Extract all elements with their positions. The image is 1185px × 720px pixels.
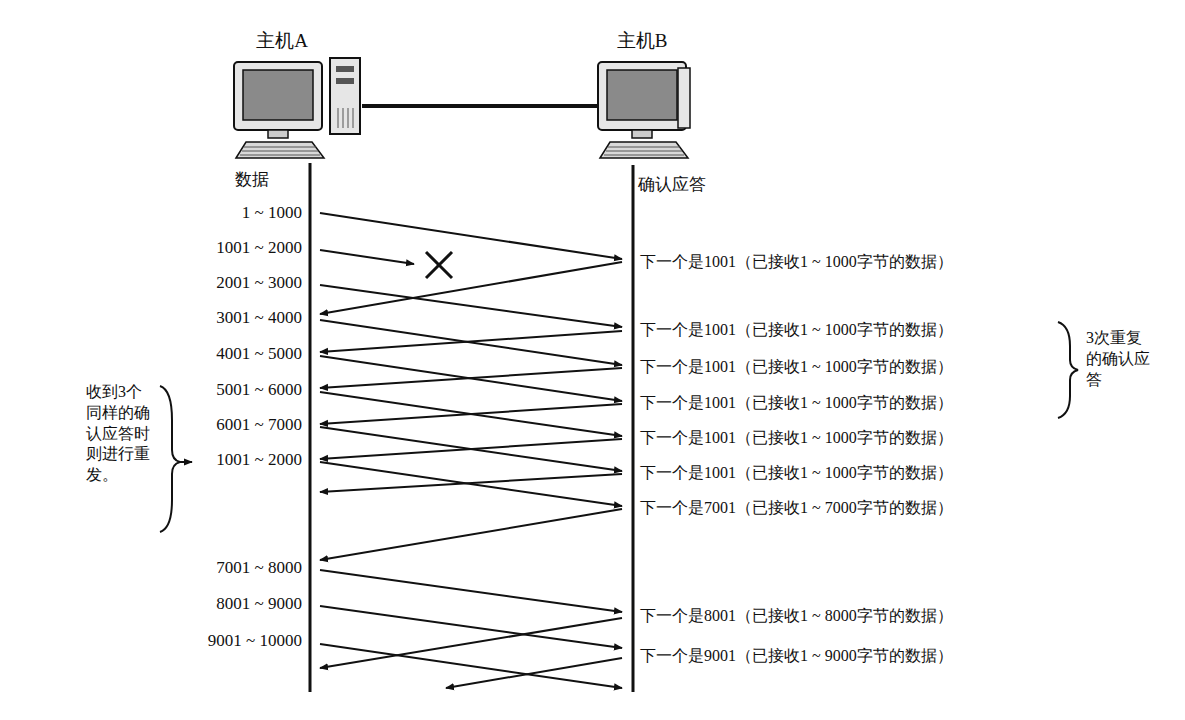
- segment-arrow: [320, 392, 622, 436]
- segment-arrow: [320, 368, 622, 388]
- note-text: 收到3个同样的确认应答时则进行重发。: [86, 382, 155, 486]
- segment-label: 2001 ~ 3000: [216, 273, 302, 293]
- host-a-timeline: [309, 163, 312, 692]
- host-label: 主机A: [234, 28, 330, 54]
- segment-arrow: [320, 439, 622, 459]
- segment-arrow: [320, 644, 622, 688]
- segment-label: 8001 ~ 9000: [216, 594, 302, 614]
- segment-label: 9001 ~ 10000: [208, 631, 302, 651]
- segment-label: 1001 ~ 2000: [216, 450, 302, 470]
- column-heading: 确认应答: [638, 175, 706, 195]
- ack-label: 下一个是1001（已接收1 ~ 1000字节的数据）: [640, 252, 953, 271]
- segment-arrow: [320, 262, 622, 314]
- ack-label: 下一个是1001（已接收1 ~ 1000字节的数据）: [640, 357, 953, 376]
- segment-label: 1001 ~ 2000: [216, 238, 302, 258]
- host-computer: 主机B: [590, 28, 694, 162]
- segment-label: 6001 ~ 7000: [216, 415, 302, 435]
- left-bracket: [160, 386, 180, 532]
- loss-mark: [426, 252, 452, 278]
- segment-arrow: [320, 474, 622, 492]
- segment-label: 4001 ~ 5000: [216, 344, 302, 364]
- ack-label: 下一个是7001（已接收1 ~ 7000字节的数据）: [640, 498, 953, 517]
- ack-label: 下一个是1001（已接收1 ~ 1000字节的数据）: [640, 393, 953, 412]
- segment-label: 1 ~ 1000: [242, 203, 302, 223]
- segment-arrow: [320, 427, 622, 471]
- ack-label: 下一个是1001（已接收1 ~ 1000字节的数据）: [640, 463, 953, 482]
- note-text: 3次重复的确认应答: [1086, 328, 1155, 390]
- host-computer: 主机A: [228, 28, 368, 162]
- segment-arrow: [446, 658, 622, 688]
- column-heading: 数据: [235, 170, 269, 190]
- ack-label: 下一个是8001（已接收1 ~ 8000字节的数据）: [640, 606, 953, 625]
- segment-label: 5001 ~ 6000: [216, 380, 302, 400]
- segment-label: 7001 ~ 8000: [216, 558, 302, 578]
- segment-arrow: [320, 509, 622, 560]
- segment-arrow: [320, 404, 622, 424]
- segment-arrow: [320, 320, 622, 365]
- segment-arrow: [320, 213, 622, 259]
- host-b-timeline: [632, 165, 635, 692]
- segment-arrows: [320, 213, 622, 688]
- segment-arrow: [320, 618, 622, 668]
- segment-arrow: [320, 570, 622, 612]
- ack-label: 下一个是1001（已接收1 ~ 1000字节的数据）: [640, 428, 953, 447]
- segment-arrow: [320, 331, 622, 352]
- segment-arrow: [320, 606, 622, 648]
- network-cable: [362, 104, 598, 108]
- segment-arrow: [320, 250, 414, 264]
- segment-arrow: [320, 462, 622, 506]
- right-brace: [1058, 322, 1078, 418]
- ack-label: 下一个是1001（已接收1 ~ 1000字节的数据）: [640, 320, 953, 339]
- ack-label: 下一个是9001（已接收1 ~ 9000字节的数据）: [640, 646, 953, 665]
- bracket-pointer: [180, 461, 192, 463]
- segment-label: 3001 ~ 4000: [216, 308, 302, 328]
- host-label: 主机B: [590, 28, 694, 54]
- segment-arrow: [320, 356, 622, 401]
